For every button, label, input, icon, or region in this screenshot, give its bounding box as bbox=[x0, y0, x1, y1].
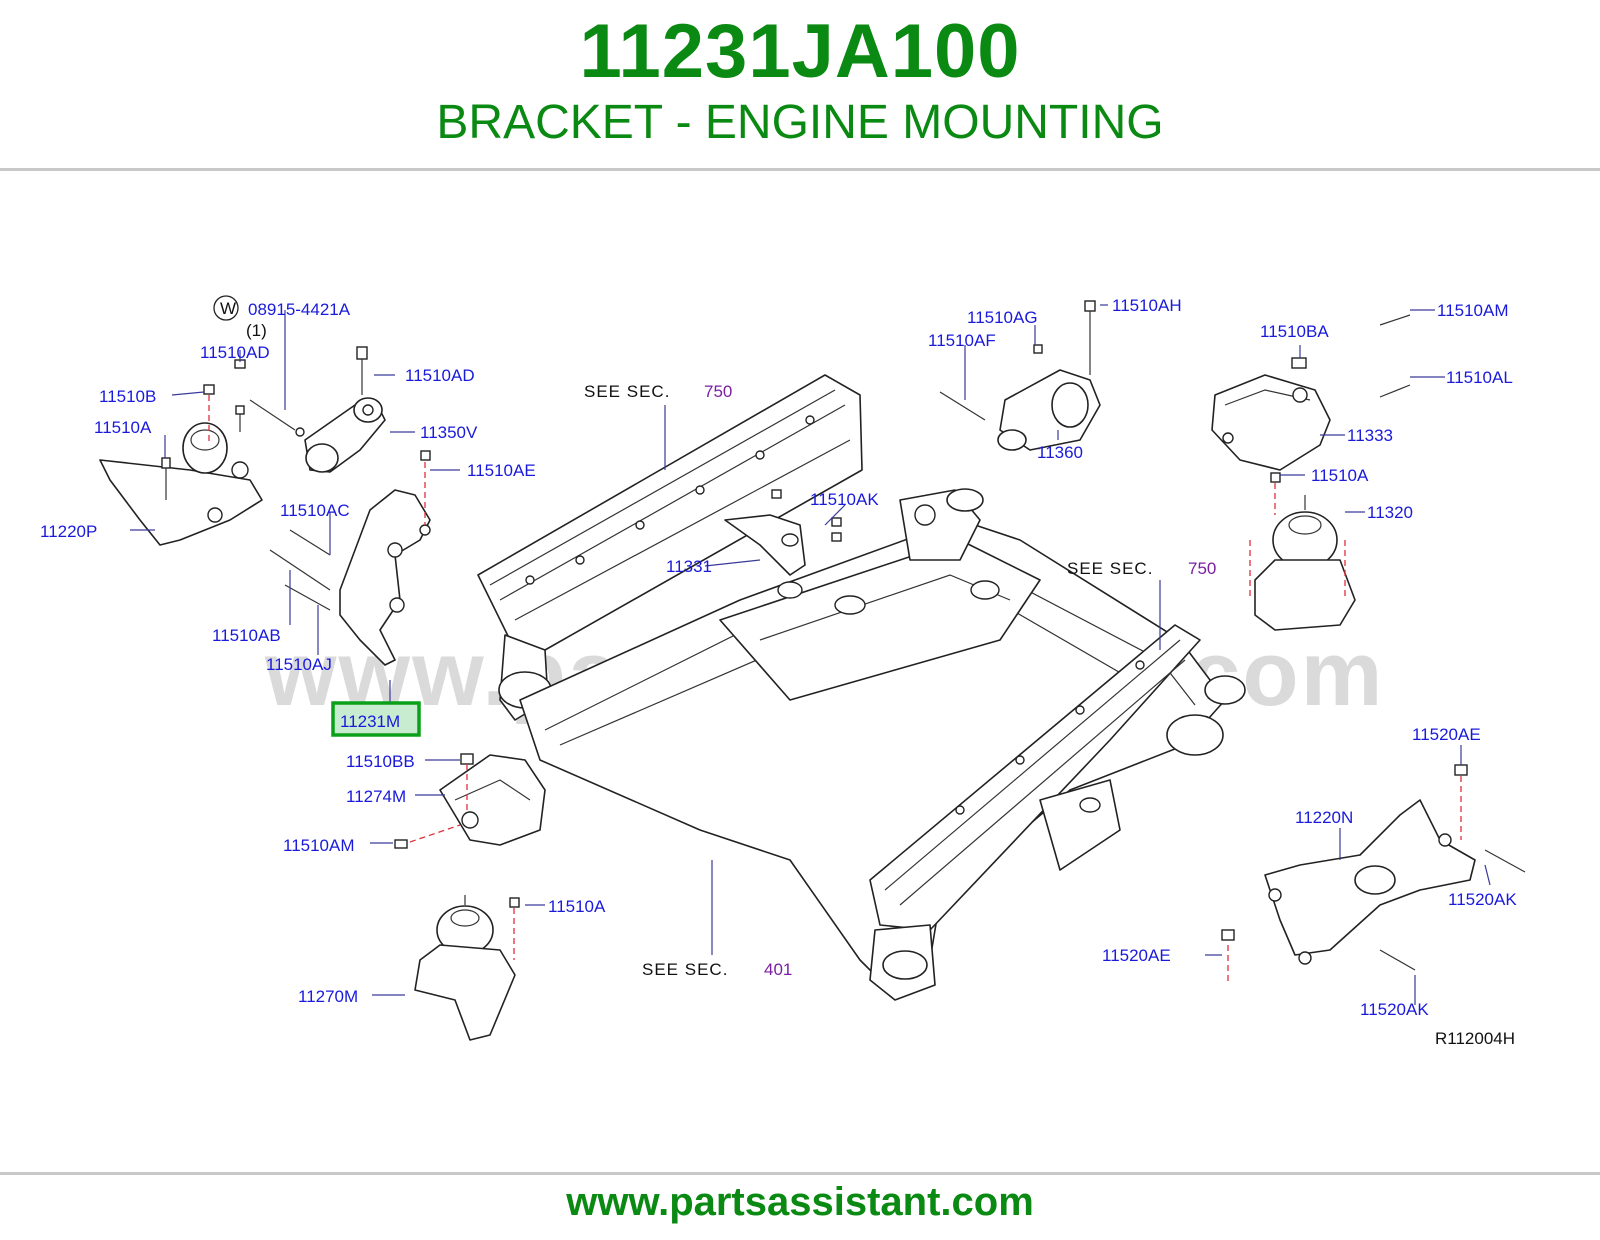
see-section-prefix: SEE SEC. bbox=[642, 960, 728, 979]
label-11510ab[interactable]: 11510AB bbox=[212, 626, 281, 645]
label-11510ac[interactable]: 11510AC bbox=[280, 501, 350, 520]
label-11520ae-top[interactable]: 11520AE bbox=[1412, 725, 1481, 744]
label-11510ad-upper[interactable]: 11510AD bbox=[200, 343, 270, 362]
label-08915-4421a[interactable]: 08915-4421A bbox=[248, 300, 351, 319]
footer-divider bbox=[0, 1172, 1600, 1175]
torque-rod-11350v-drawing bbox=[249, 346, 386, 473]
mount-11220n-drawing bbox=[1221, 764, 1526, 985]
footer-website-link[interactable]: www.partsassistant.com bbox=[566, 1180, 1034, 1224]
label-11510ba[interactable]: 11510BA bbox=[1260, 322, 1329, 341]
see-section-callout-bottom[interactable]: SEE SEC. 401 bbox=[642, 960, 792, 979]
see-section-number: 750 bbox=[704, 382, 732, 401]
see-section-number: 401 bbox=[764, 960, 792, 979]
bracket-11231m-drawing bbox=[269, 450, 431, 666]
see-section-callout-top[interactable]: SEE SEC. 750 bbox=[584, 382, 732, 401]
see-section-callout-right[interactable]: SEE SEC. 750 bbox=[1067, 559, 1216, 578]
label-11510a-left[interactable]: 11510A bbox=[94, 418, 152, 437]
bracket-11333-drawing bbox=[1211, 314, 1411, 471]
label-11510ae-left[interactable]: 11510AE bbox=[467, 461, 536, 480]
label-11510al[interactable]: 11510AL bbox=[1446, 368, 1513, 387]
label-11510bb[interactable]: 11510BB bbox=[346, 752, 415, 771]
parts-diagram: www.partsassistant.com bbox=[0, 180, 1600, 1170]
insulator-11270m-drawing bbox=[414, 895, 520, 1041]
label-11350v[interactable]: 11350V bbox=[420, 423, 478, 442]
part-number-title: 11231JA100 bbox=[579, 9, 1021, 94]
label-11520ak-right[interactable]: 11520AK bbox=[1448, 890, 1517, 909]
diagram-reference-code: R112004H bbox=[1435, 1029, 1515, 1048]
label-11510a-bottom[interactable]: 11510A bbox=[548, 897, 606, 916]
label-11220n[interactable]: 11220N bbox=[1295, 808, 1353, 827]
label-11333[interactable]: 11333 bbox=[1347, 426, 1393, 445]
washer-quantity: (1) bbox=[246, 321, 267, 340]
label-11510ad-right[interactable]: 11510AD bbox=[405, 366, 475, 385]
torque-rod-11360-drawing bbox=[939, 300, 1101, 451]
label-11510am-right[interactable]: 11510AM bbox=[1437, 301, 1509, 320]
label-11274m[interactable]: 11274M bbox=[346, 787, 406, 806]
label-11520ae-bottom[interactable]: 11520AE bbox=[1102, 946, 1171, 965]
see-section-prefix: SEE SEC. bbox=[1067, 559, 1153, 578]
header: 11231JA100 BRACKET - ENGINE MOUNTING bbox=[0, 0, 1600, 170]
engine-mount-11220p-drawing bbox=[99, 422, 263, 546]
part-name-subtitle: BRACKET - ENGINE MOUNTING bbox=[436, 96, 1164, 149]
label-11231m[interactable]: 11231M bbox=[340, 712, 400, 731]
label-11510ak[interactable]: 11510AK bbox=[810, 490, 879, 509]
label-11331[interactable]: 11331 bbox=[666, 557, 712, 576]
label-11520ak-bottom[interactable]: 11520AK bbox=[1360, 1000, 1429, 1019]
label-11270m[interactable]: 11270M bbox=[298, 987, 358, 1006]
label-11320[interactable]: 11320 bbox=[1367, 503, 1413, 522]
label-11510af[interactable]: 11510AF bbox=[928, 331, 996, 350]
insulator-11320-drawing bbox=[1249, 472, 1356, 631]
see-section-prefix: SEE SEC. bbox=[584, 382, 670, 401]
see-section-number: 750 bbox=[1188, 559, 1216, 578]
subframe-drawing bbox=[477, 374, 1246, 1001]
label-11510am-left[interactable]: 11510AM bbox=[283, 836, 355, 855]
label-11510aj[interactable]: 11510AJ bbox=[266, 655, 332, 674]
parts-diagram-svg: www.partsassistant.com bbox=[40, 295, 1526, 1048]
label-11510b[interactable]: 11510B bbox=[99, 387, 156, 406]
label-11220p[interactable]: 11220P bbox=[40, 522, 97, 541]
header-divider bbox=[0, 168, 1600, 171]
label-11510ag[interactable]: 11510AG bbox=[967, 308, 1038, 327]
label-11360[interactable]: 11360 bbox=[1037, 443, 1083, 462]
svg-text:W: W bbox=[220, 299, 236, 318]
leader-lines bbox=[130, 304, 1491, 1005]
mount-11274m-drawing bbox=[394, 753, 546, 849]
label-11510ah[interactable]: 11510AH bbox=[1112, 296, 1182, 315]
washer-symbol: W bbox=[213, 295, 239, 321]
label-11510a-right[interactable]: 11510A bbox=[1311, 466, 1369, 485]
highlighted-part-11231m[interactable]: 11231M bbox=[331, 701, 421, 737]
bracket-11331-drawing bbox=[724, 489, 842, 576]
